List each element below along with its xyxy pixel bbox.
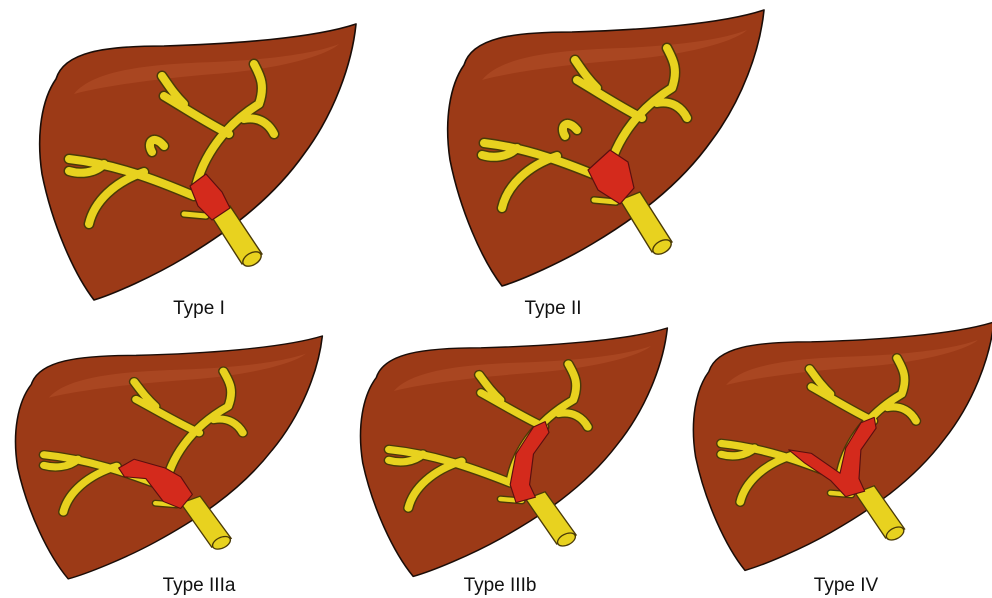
- caption-type-3a: Type IIIa: [163, 575, 236, 596]
- panel-type-3b: [361, 328, 668, 576]
- panel-type-4: [693, 322, 992, 570]
- caption-type-2: Type II: [524, 298, 581, 319]
- caption-type-4: Type IV: [814, 575, 879, 596]
- panel-type-2: [448, 10, 764, 286]
- caption-type-3b: Type IIIb: [464, 575, 537, 596]
- panel-type-1: [40, 24, 356, 300]
- panel-type-3a: [16, 336, 323, 579]
- caption-type-1: Type I: [173, 298, 225, 319]
